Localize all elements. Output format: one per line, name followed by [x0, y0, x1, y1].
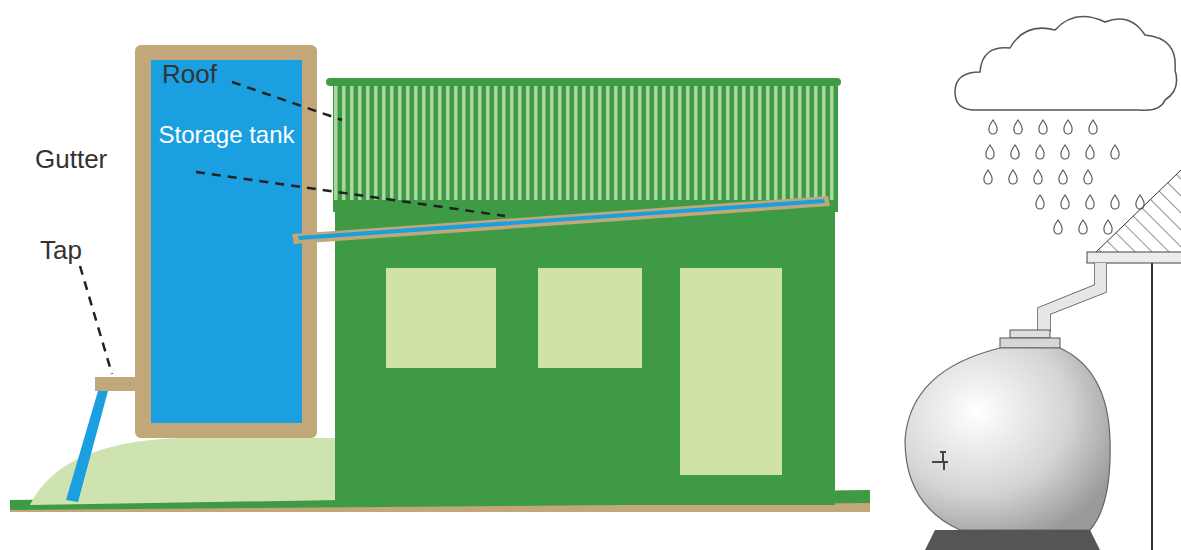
raindrop	[1059, 170, 1067, 184]
tap-water	[66, 391, 108, 502]
downpipe	[1038, 263, 1106, 332]
raindrop	[1079, 220, 1087, 234]
part-label: Roof	[162, 60, 217, 89]
raindrop	[1104, 220, 1112, 234]
side-gutter	[1087, 252, 1181, 263]
house-wall	[335, 205, 835, 505]
raindrop	[1061, 145, 1069, 159]
raindrop	[984, 170, 992, 184]
roof-line	[1095, 170, 1181, 253]
raindrops	[984, 120, 1144, 234]
jar-stand	[925, 530, 1100, 550]
tank-frame	[135, 45, 317, 438]
side-roof	[1095, 170, 1181, 253]
raindrop	[1036, 145, 1044, 159]
cloud	[955, 17, 1177, 111]
leader-line	[232, 82, 342, 120]
raindrop	[1061, 195, 1069, 209]
roof	[333, 82, 838, 210]
raindrop	[1111, 145, 1119, 159]
part-label: Tap	[40, 236, 82, 265]
raindrop	[1086, 145, 1094, 159]
raindrop	[1054, 220, 1062, 234]
raindrop	[1014, 120, 1022, 134]
jar-tap	[932, 452, 948, 470]
gutter-water	[298, 199, 825, 240]
raindrop	[1036, 195, 1044, 209]
jar-neck	[1000, 338, 1060, 348]
raindrop	[1011, 145, 1019, 159]
raindrop	[1064, 120, 1072, 134]
raindrop	[1089, 120, 1097, 134]
tank-water	[151, 60, 302, 423]
raindrop	[986, 145, 994, 159]
raindrop	[989, 120, 997, 134]
raindrop	[1086, 195, 1094, 209]
gutter-frame	[292, 196, 830, 244]
raindrop	[1009, 170, 1017, 184]
jar-lid	[1010, 330, 1050, 338]
leader-line	[196, 172, 505, 216]
downpipe-fill	[1038, 263, 1106, 332]
raindrop	[1111, 195, 1119, 209]
jar	[905, 348, 1110, 530]
wall-line	[1151, 263, 1153, 550]
window	[386, 268, 496, 368]
door	[680, 268, 782, 475]
roof-edge	[326, 78, 841, 86]
raindrop	[1039, 120, 1047, 134]
raindrop	[1034, 170, 1042, 184]
raindrop	[1084, 170, 1092, 184]
tank-label: Storage tank	[158, 121, 294, 149]
leader-line	[80, 266, 112, 374]
window	[538, 268, 642, 368]
tap-pipe	[95, 377, 137, 391]
part-label: Gutter	[35, 145, 107, 174]
